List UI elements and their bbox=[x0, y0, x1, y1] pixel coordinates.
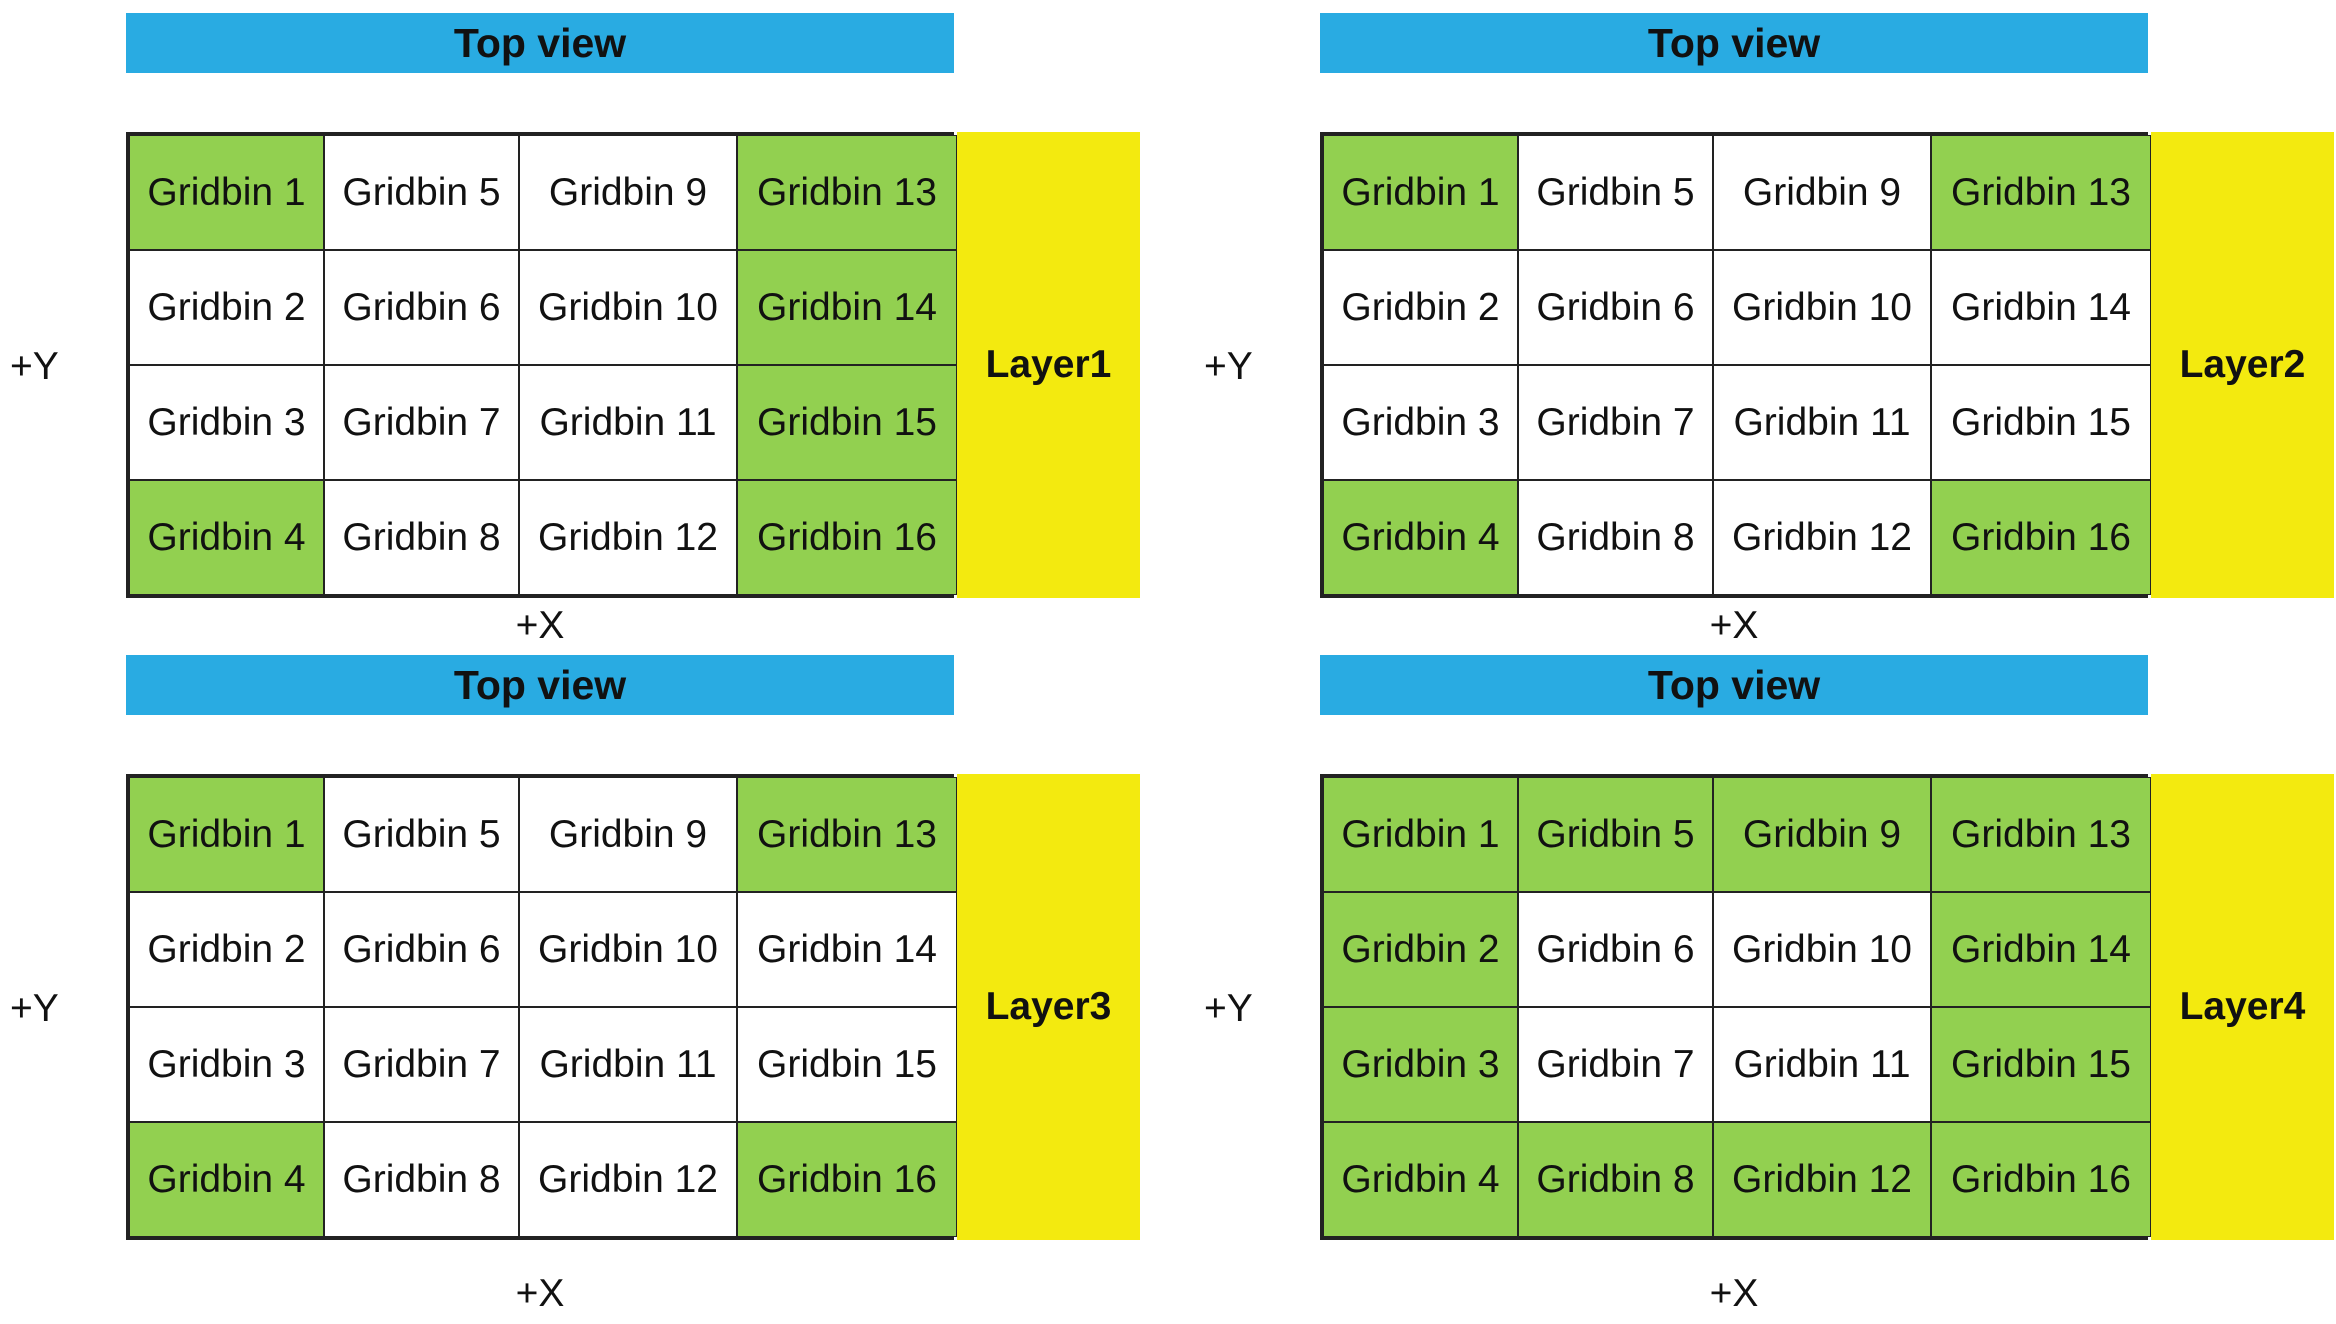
gridbin-cell: Gridbin 2 bbox=[1323, 250, 1518, 365]
gridbin-cell: Gridbin 11 bbox=[519, 365, 737, 480]
x-axis-label: +X bbox=[515, 1272, 565, 1315]
layer-label: Layer1 bbox=[957, 132, 1140, 598]
gridbin-cell: Gridbin 6 bbox=[324, 892, 519, 1007]
gridbin-cell: Gridbin 14 bbox=[737, 892, 957, 1007]
top-view-banner: Top view bbox=[1320, 655, 2148, 715]
gridbin-cell: Gridbin 4 bbox=[1323, 1122, 1518, 1237]
gridbin-cell: Gridbin 3 bbox=[1323, 1007, 1518, 1122]
x-axis-label: +X bbox=[1709, 1272, 1759, 1315]
x-axis-label: +X bbox=[515, 604, 565, 647]
gridbin-cell: Gridbin 12 bbox=[1713, 1122, 1931, 1237]
gridbin-cell: Gridbin 14 bbox=[1931, 892, 2151, 1007]
gridbin-cell: Gridbin 12 bbox=[519, 480, 737, 595]
gridbin-cell: Gridbin 13 bbox=[737, 777, 957, 892]
gridbin-cell: Gridbin 11 bbox=[1713, 365, 1931, 480]
gridbin-cell: Gridbin 5 bbox=[1518, 135, 1713, 250]
top-view-banner: Top view bbox=[1320, 13, 2148, 73]
gridbin-cell: Gridbin 2 bbox=[129, 892, 324, 1007]
gridbin-cell: Gridbin 4 bbox=[129, 1122, 324, 1237]
gridbin-cell: Gridbin 10 bbox=[519, 250, 737, 365]
y-axis-label: +Y bbox=[10, 987, 59, 1030]
top-view-banner: Top view bbox=[126, 655, 954, 715]
gridbin-cell: Gridbin 8 bbox=[324, 480, 519, 595]
gridbin-cell: Gridbin 7 bbox=[1518, 365, 1713, 480]
gridbin-cell: Gridbin 14 bbox=[1931, 250, 2151, 365]
gridbin-cell: Gridbin 2 bbox=[1323, 892, 1518, 1007]
layer-label: Layer3 bbox=[957, 774, 1140, 1240]
gridbin-cell: Gridbin 9 bbox=[519, 135, 737, 250]
gridbin-cell: Gridbin 6 bbox=[1518, 892, 1713, 1007]
gridbin-cell: Gridbin 11 bbox=[519, 1007, 737, 1122]
gridbin-cell: Gridbin 13 bbox=[1931, 777, 2151, 892]
gridbin-cell: Gridbin 6 bbox=[324, 250, 519, 365]
gridbin-cell: Gridbin 15 bbox=[1931, 1007, 2151, 1122]
layer-label: Layer4 bbox=[2151, 774, 2334, 1240]
gridbin-cell: Gridbin 5 bbox=[1518, 777, 1713, 892]
gridbin-cell: Gridbin 10 bbox=[519, 892, 737, 1007]
gridbin-cell: Gridbin 14 bbox=[737, 250, 957, 365]
gridbin-cell: Gridbin 15 bbox=[737, 365, 957, 480]
gridbin-cell: Gridbin 12 bbox=[1713, 480, 1931, 595]
gridbin-cell: Gridbin 3 bbox=[129, 365, 324, 480]
gridbin-cell: Gridbin 16 bbox=[737, 480, 957, 595]
gridbin-cell: Gridbin 3 bbox=[1323, 365, 1518, 480]
gridbin-cell: Gridbin 1 bbox=[1323, 135, 1518, 250]
gridbin-cell: Gridbin 8 bbox=[324, 1122, 519, 1237]
gridbin-cell: Gridbin 5 bbox=[324, 135, 519, 250]
gridbin-cell: Gridbin 16 bbox=[737, 1122, 957, 1237]
gridbin-cell: Gridbin 16 bbox=[1931, 480, 2151, 595]
gridbin-cell: Gridbin 7 bbox=[1518, 1007, 1713, 1122]
gridbin-cell: Gridbin 16 bbox=[1931, 1122, 2151, 1237]
gridbin-cell: Gridbin 15 bbox=[737, 1007, 957, 1122]
gridbin-cell: Gridbin 6 bbox=[1518, 250, 1713, 365]
gridbin-cell: Gridbin 2 bbox=[129, 250, 324, 365]
gridbin-cell: Gridbin 4 bbox=[129, 480, 324, 595]
gridbin-cell: Gridbin 1 bbox=[129, 135, 324, 250]
gridbin-cell: Gridbin 9 bbox=[519, 777, 737, 892]
gridbin-cell: Gridbin 7 bbox=[324, 365, 519, 480]
gridbin-cell: Gridbin 11 bbox=[1713, 1007, 1931, 1122]
gridbin-cell: Gridbin 4 bbox=[1323, 480, 1518, 595]
x-axis-label: +X bbox=[1709, 604, 1759, 647]
gridbin-cell: Gridbin 10 bbox=[1713, 892, 1931, 1007]
y-axis-label: +Y bbox=[1204, 987, 1253, 1030]
gridbin-cell: Gridbin 1 bbox=[1323, 777, 1518, 892]
gridbin-cell: Gridbin 3 bbox=[129, 1007, 324, 1122]
gridbin-cell: Gridbin 13 bbox=[1931, 135, 2151, 250]
gridbin-cell: Gridbin 9 bbox=[1713, 135, 1931, 250]
gridbin-cell: Gridbin 13 bbox=[737, 135, 957, 250]
gridbin-cell: Gridbin 12 bbox=[519, 1122, 737, 1237]
layer-label: Layer2 bbox=[2151, 132, 2334, 598]
top-view-banner: Top view bbox=[126, 13, 954, 73]
gridbin-cell: Gridbin 8 bbox=[1518, 1122, 1713, 1237]
gridbin-cell: Gridbin 9 bbox=[1713, 777, 1931, 892]
gridbin-cell: Gridbin 8 bbox=[1518, 480, 1713, 595]
y-axis-label: +Y bbox=[1204, 345, 1253, 388]
gridbin-cell: Gridbin 15 bbox=[1931, 365, 2151, 480]
y-axis-label: +Y bbox=[10, 345, 59, 388]
gridbin-cell: Gridbin 7 bbox=[324, 1007, 519, 1122]
gridbin-cell: Gridbin 10 bbox=[1713, 250, 1931, 365]
gridbin-cell: Gridbin 5 bbox=[324, 777, 519, 892]
gridbin-cell: Gridbin 1 bbox=[129, 777, 324, 892]
